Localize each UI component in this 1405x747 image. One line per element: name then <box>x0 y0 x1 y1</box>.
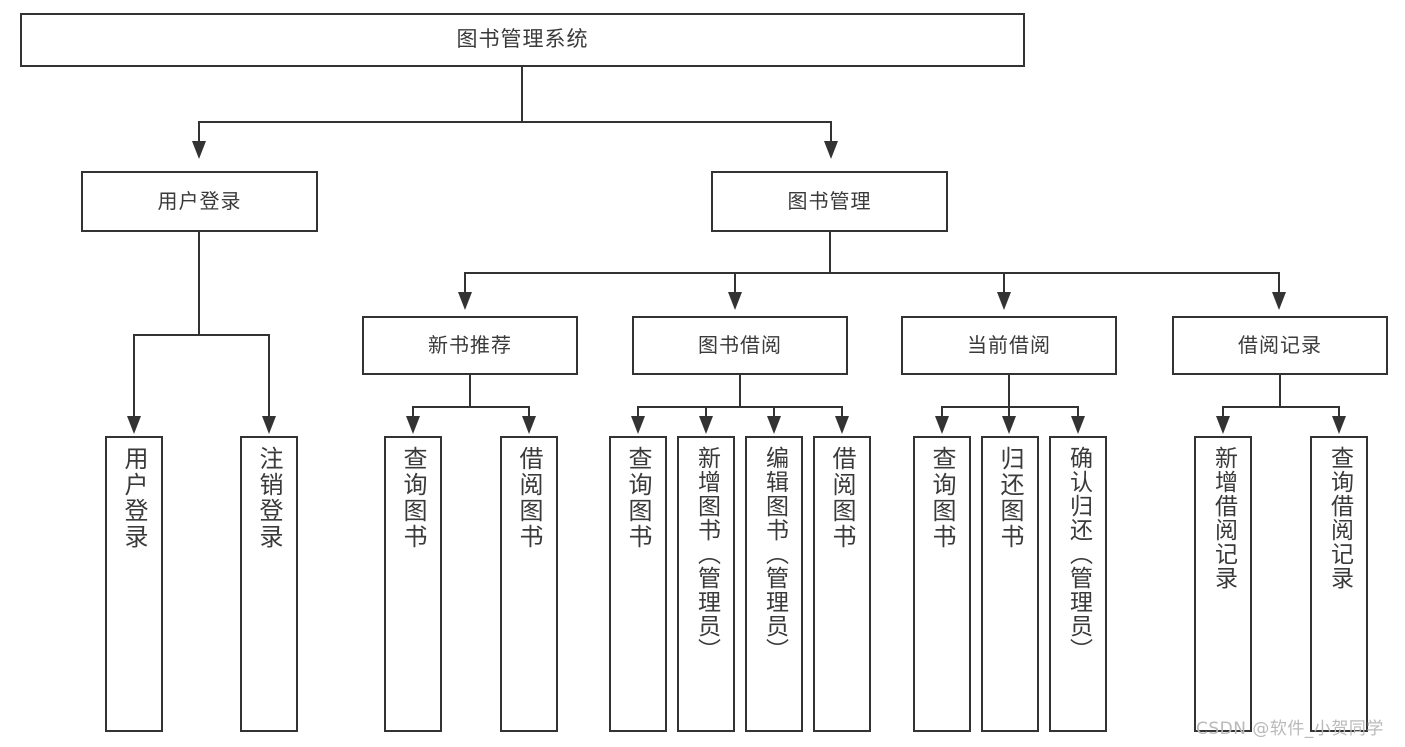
leaf-label: 归还图书 <box>996 446 1024 550</box>
arrowhead-user-login-leaf-2 <box>262 416 276 434</box>
node-book-borrow[interactable]: 图书借阅 <box>632 316 848 375</box>
connector-borrow-record-stem <box>1279 375 1281 408</box>
connector-new-book-bus <box>412 406 530 408</box>
node-label: 新书推荐 <box>428 333 512 358</box>
connector-new-book-drop-2 <box>528 406 530 418</box>
connector-current-borrow-stem <box>1008 375 1010 408</box>
connector-l3-drop-2 <box>734 272 736 294</box>
arrowhead-to-new-book-recommend <box>458 292 472 310</box>
connector-book-borrow-bus <box>637 406 843 408</box>
leaf-add-borrow-record[interactable]: 新增借阅记录 <box>1194 436 1252 732</box>
arrowhead-current-borrow-leaf-3 <box>1071 416 1085 434</box>
arrowhead-book-borrow-leaf-2 <box>699 416 713 434</box>
leaf-label: 查询借阅记录 <box>1326 446 1353 590</box>
arrowhead-borrow-record-leaf-2 <box>1332 416 1346 434</box>
connector-current-borrow-bus <box>941 406 1079 408</box>
arrowhead-to-borrow-record <box>1272 292 1286 310</box>
arrowhead-book-borrow-leaf-1 <box>631 416 645 434</box>
leaf-query-book-borrow[interactable]: 查询图书 <box>609 436 667 732</box>
arrowhead-to-current-borrow <box>997 292 1011 310</box>
node-label: 用户登录 <box>157 189 242 214</box>
connector-book-borrow-stem <box>739 375 741 408</box>
connector-book-borrow-drop-1 <box>637 406 639 418</box>
arrowhead-to-book-management <box>824 141 838 159</box>
leaf-label: 编辑图书（管理员） <box>761 446 788 662</box>
connector-user-login-drop-1 <box>133 334 135 418</box>
node-label: 图书管理系统 <box>456 27 589 52</box>
connector-root-drop-left <box>198 121 200 143</box>
arrowhead-new-book-leaf-2 <box>522 416 536 434</box>
leaf-query-borrow-record[interactable]: 查询借阅记录 <box>1310 436 1368 732</box>
node-label: 图书借阅 <box>698 333 782 358</box>
connector-user-login-drop-2 <box>268 334 270 418</box>
leaf-add-book-admin[interactable]: 新增图书（管理员） <box>677 436 735 732</box>
node-borrow-record[interactable]: 借阅记录 <box>1172 316 1388 375</box>
node-label: 借阅记录 <box>1238 333 1322 358</box>
leaf-logout[interactable]: 注销登录 <box>240 436 298 732</box>
leaf-label: 借阅图书 <box>515 446 543 550</box>
node-user-login[interactable]: 用户登录 <box>81 171 318 232</box>
leaf-label: 查询图书 <box>624 446 652 550</box>
node-root-book-management-system[interactable]: 图书管理系统 <box>20 13 1025 67</box>
connector-l3-drop-1 <box>464 272 466 294</box>
leaf-borrow-book-recommend[interactable]: 借阅图书 <box>500 436 558 732</box>
connector-current-borrow-drop-1 <box>941 406 943 418</box>
connector-root-bus <box>198 121 832 123</box>
connector-new-book-stem <box>469 375 471 408</box>
connector-root-drop-right <box>830 121 832 143</box>
arrowhead-borrow-record-leaf-1 <box>1216 416 1230 434</box>
connector-book-borrow-drop-2 <box>705 406 707 418</box>
node-label: 当前借阅 <box>967 333 1051 358</box>
connector-current-borrow-drop-2 <box>1008 406 1010 418</box>
leaf-label: 注销登录 <box>255 446 283 550</box>
leaf-label: 用户登录 <box>120 446 148 550</box>
arrowhead-current-borrow-leaf-1 <box>935 416 949 434</box>
connector-user-login-stem <box>198 232 200 336</box>
csdn-watermark: CSDN @软件_小贺同学 <box>1196 719 1384 739</box>
connector-l3-drop-4 <box>1278 272 1280 294</box>
arrowhead-book-borrow-leaf-3 <box>767 416 781 434</box>
leaf-label: 查询图书 <box>928 446 956 550</box>
connector-book-management-bus <box>464 272 1280 274</box>
leaf-user-login[interactable]: 用户登录 <box>105 436 163 732</box>
node-label: 图书管理 <box>787 189 872 214</box>
leaf-label: 查询图书 <box>399 446 427 550</box>
connector-root-stem <box>521 67 523 122</box>
arrowhead-to-user-login <box>192 141 206 159</box>
leaf-label: 新增借阅记录 <box>1210 446 1237 590</box>
node-new-book-recommend[interactable]: 新书推荐 <box>362 316 578 375</box>
leaf-label: 借阅图书 <box>828 446 856 550</box>
connector-borrow-record-bus <box>1222 406 1340 408</box>
arrowhead-new-book-leaf-1 <box>406 416 420 434</box>
connector-borrow-record-drop-1 <box>1222 406 1224 418</box>
connector-l3-drop-3 <box>1003 272 1005 294</box>
arrowhead-current-borrow-leaf-2 <box>1002 416 1016 434</box>
leaf-label: 新增图书（管理员） <box>693 446 720 662</box>
connector-book-borrow-drop-3 <box>773 406 775 418</box>
node-current-borrow[interactable]: 当前借阅 <box>901 316 1117 375</box>
connector-book-management-stem <box>829 232 831 274</box>
arrowhead-to-book-borrow <box>728 292 742 310</box>
connector-current-borrow-drop-3 <box>1077 406 1079 418</box>
arrowhead-book-borrow-leaf-4 <box>835 416 849 434</box>
connector-borrow-record-drop-2 <box>1338 406 1340 418</box>
connector-book-borrow-drop-4 <box>841 406 843 418</box>
leaf-query-book-current[interactable]: 查询图书 <box>913 436 971 732</box>
node-book-management[interactable]: 图书管理 <box>711 171 948 232</box>
connector-new-book-drop-1 <box>412 406 414 418</box>
arrowhead-user-login-leaf-1 <box>127 416 141 434</box>
leaf-return-book[interactable]: 归还图书 <box>981 436 1039 732</box>
leaf-edit-book-admin[interactable]: 编辑图书（管理员） <box>745 436 803 732</box>
leaf-confirm-return-admin[interactable]: 确认归还（管理员） <box>1049 436 1107 732</box>
leaf-query-book-recommend[interactable]: 查询图书 <box>384 436 442 732</box>
leaf-label: 确认归还（管理员） <box>1065 446 1092 662</box>
connector-user-login-bus <box>133 334 270 336</box>
leaf-borrow-book[interactable]: 借阅图书 <box>813 436 871 732</box>
